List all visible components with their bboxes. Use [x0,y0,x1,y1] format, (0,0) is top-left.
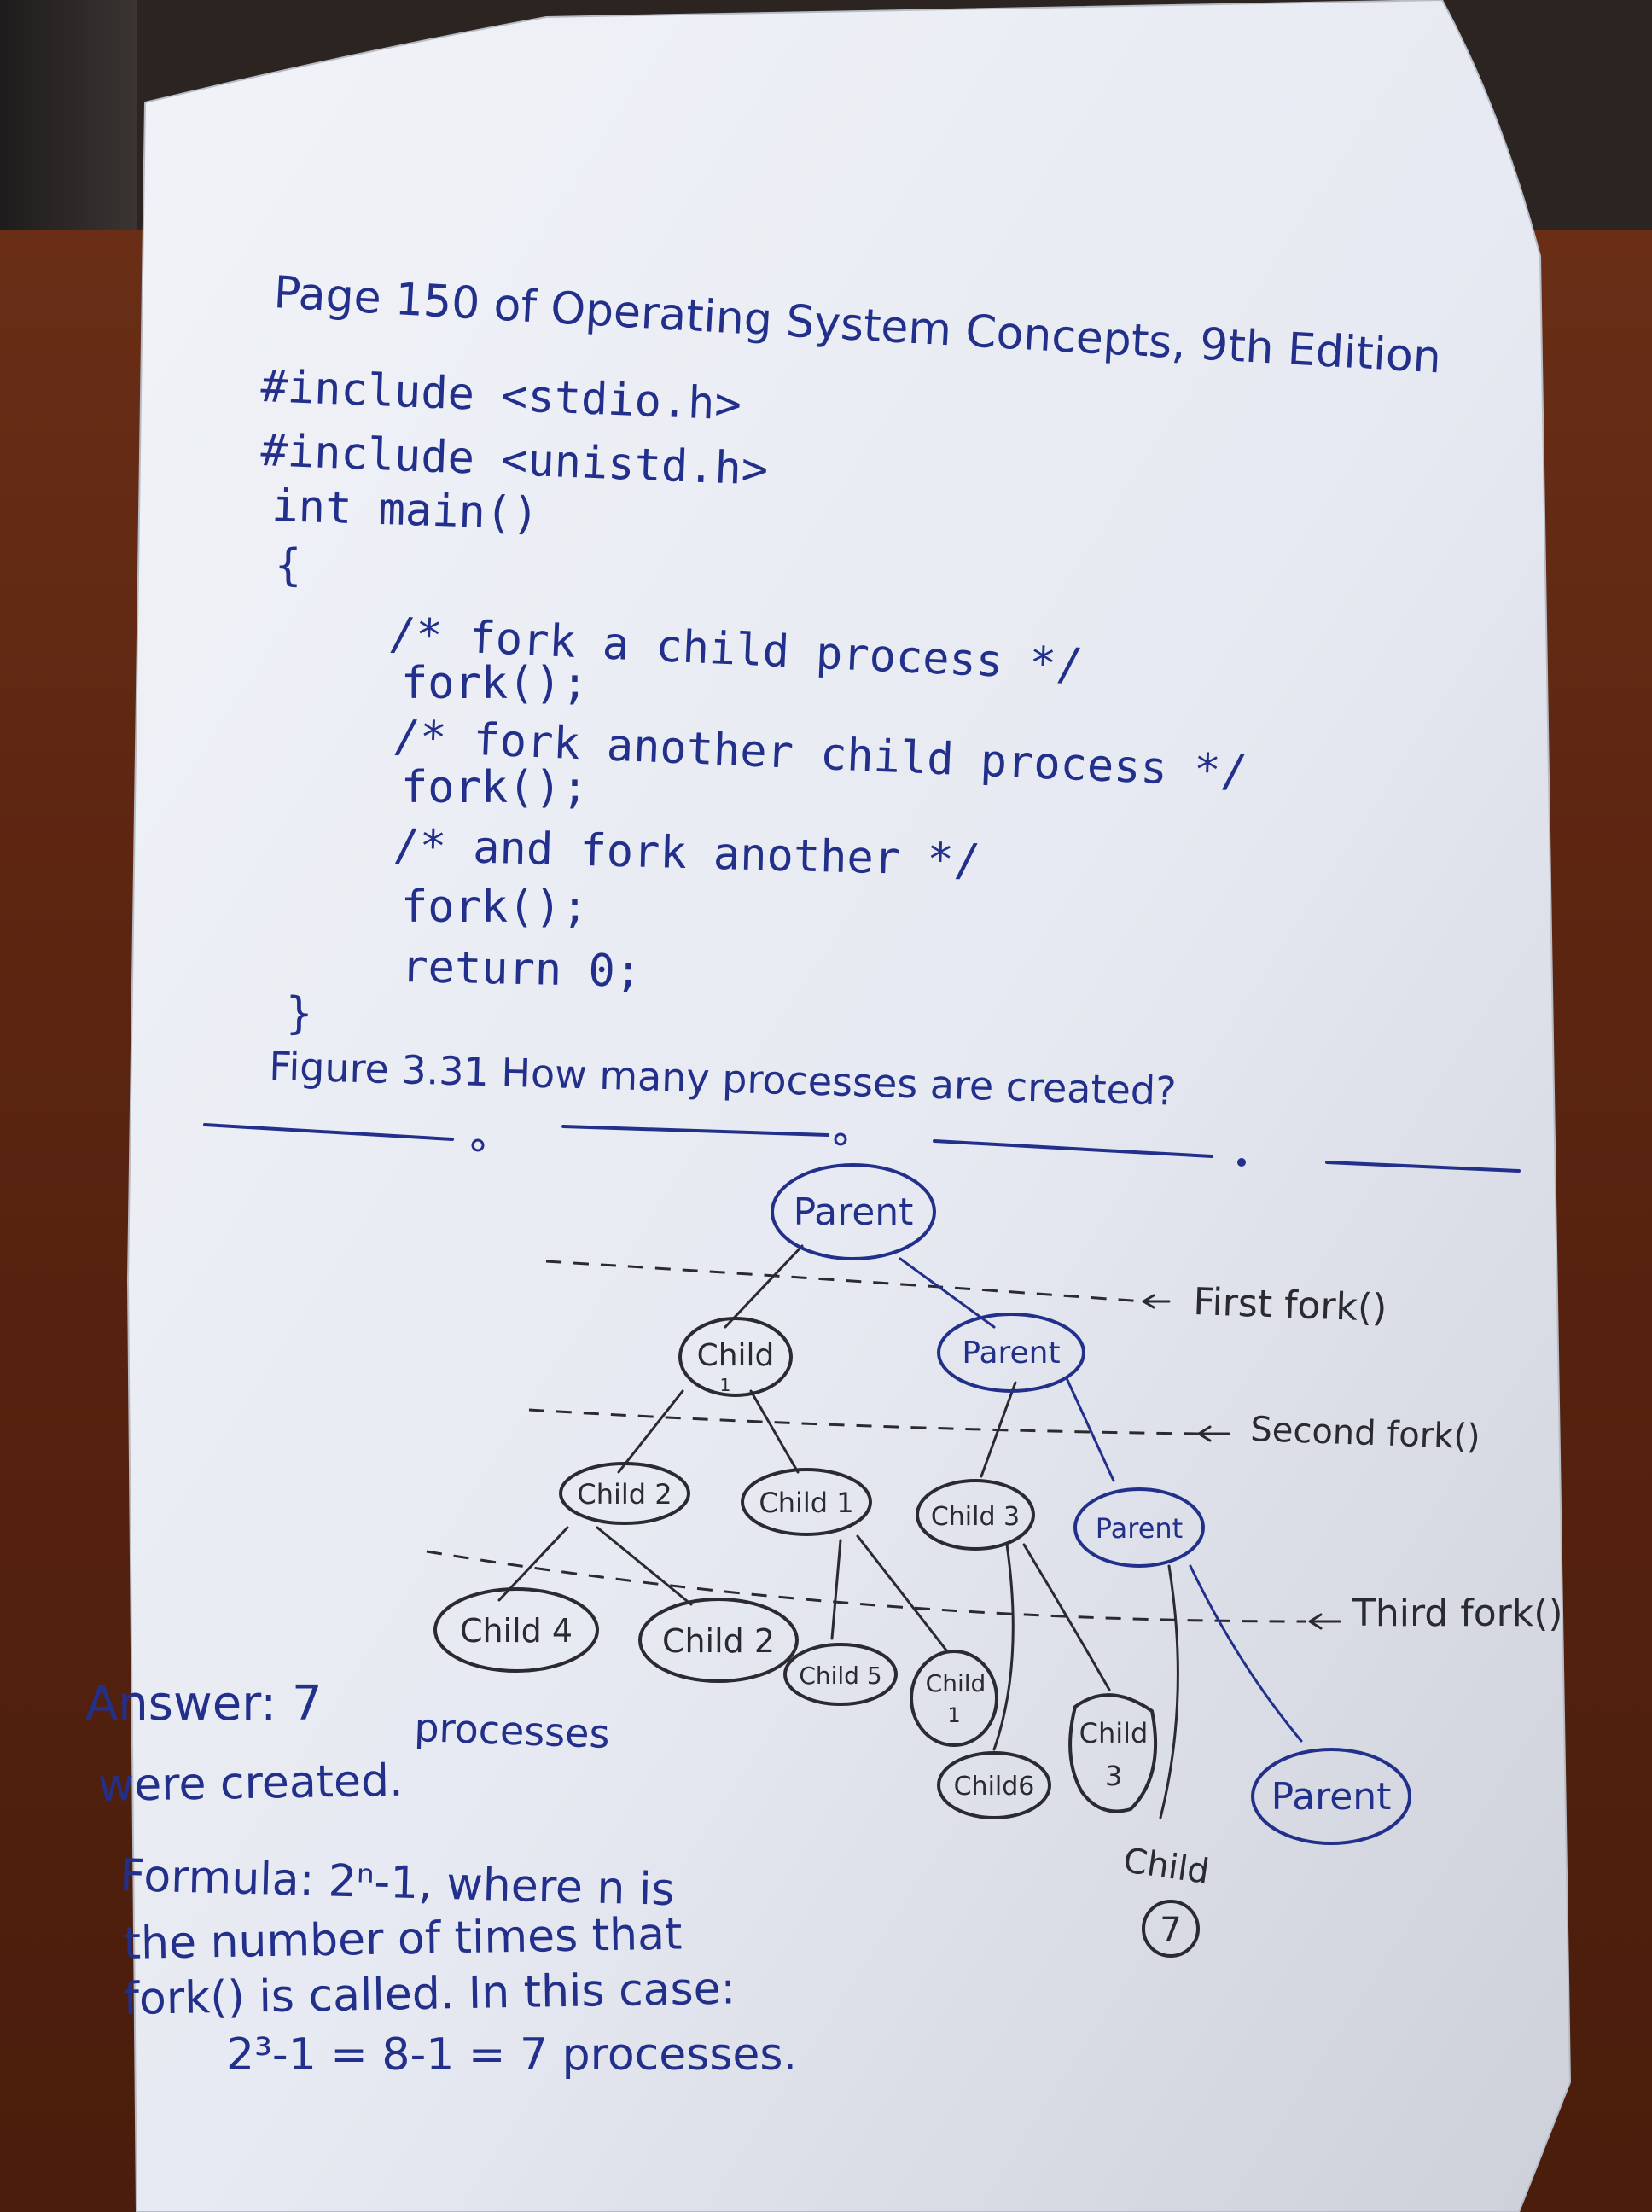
tree-node: Child 1 [678,1317,793,1397]
tree-node-label: Child 3 [931,1502,1020,1532]
separator-line [203,1123,1521,1173]
code-line: fork(); [401,762,588,813]
tree-node-label: Child 2 [662,1622,775,1660]
tree-edges [497,1244,1303,1819]
fork-labels: First fork() Second fork() Third fork() [1142,1280,1563,1635]
tree-node: Child 1 [910,1650,998,1747]
tree-node: Child 3 [1068,1693,1158,1813]
formula-line: fork() is called. In this case: [123,1963,736,2025]
code-line: } [286,988,312,1039]
tree-node: Child6 [937,1751,1051,1819]
tree-node: Parent [1251,1748,1411,1845]
tree-node-label: Child6 [954,1772,1035,1802]
tree-node-label: Child [697,1338,775,1373]
answer-block: Answer: 7 processes were created. [85,1676,610,1812]
tree-node-label: Child [926,1669,986,1697]
tree-node: Child 3 [916,1479,1035,1551]
paper-sheet [126,0,1572,2212]
tree-node: Parent [937,1313,1085,1393]
answer-line: Answer: 7 [85,1676,323,1732]
tree-node-label: Child 4 [460,1612,573,1650]
code-line: return 0; [401,941,643,998]
code-line: fork(); [401,658,588,709]
formula-line: the number of times that [123,1909,683,1970]
tree-node-label: Parent [1096,1512,1183,1545]
answer-line: processes [414,1704,611,1757]
tree-node: Child 2 [638,1598,799,1683]
tree-node-sub: 1 [947,1703,960,1727]
tree-node: Child 5 [783,1643,898,1706]
answer-line: were created. [97,1755,404,1812]
code-line: { [275,540,301,591]
tree-node-label: Parent [794,1190,914,1234]
formula-line: 2³-1 = 8-1 = 7 processes. [226,2029,797,2081]
tree-node-sub: 3 [1105,1760,1122,1792]
tree-nodes: Parent Child 1 Parent Child 2 Child 1 Ch… [433,1163,1411,1958]
tree-node: Child 4 [433,1587,599,1673]
tree-node: Child 1 [741,1468,872,1536]
tree-node-label: Child 2 [577,1478,672,1511]
second-fork-label: Second fork() [1250,1410,1481,1457]
tree-node-label: Parent [962,1336,1060,1371]
tree-node-label: Parent [1271,1775,1392,1819]
code-line: fork(); [401,882,588,933]
tree-node: Child 2 [559,1462,690,1525]
tree-node-label: Child 1 [759,1487,853,1519]
tree-node: Parent [1073,1487,1205,1568]
tree-node-label: Child 5 [799,1662,881,1690]
tree-node-label: Child [1079,1717,1149,1749]
tree-node: Parent [771,1163,936,1260]
tree-node-sub: 7 [1160,1911,1181,1950]
tree-node-sub: 1 [720,1375,731,1395]
code-line: int main() [271,480,540,540]
fork-dashed-lines [426,1260,1306,1623]
third-fork-label: Third fork() [1352,1592,1563,1635]
first-fork-label: First fork() [1193,1280,1388,1330]
